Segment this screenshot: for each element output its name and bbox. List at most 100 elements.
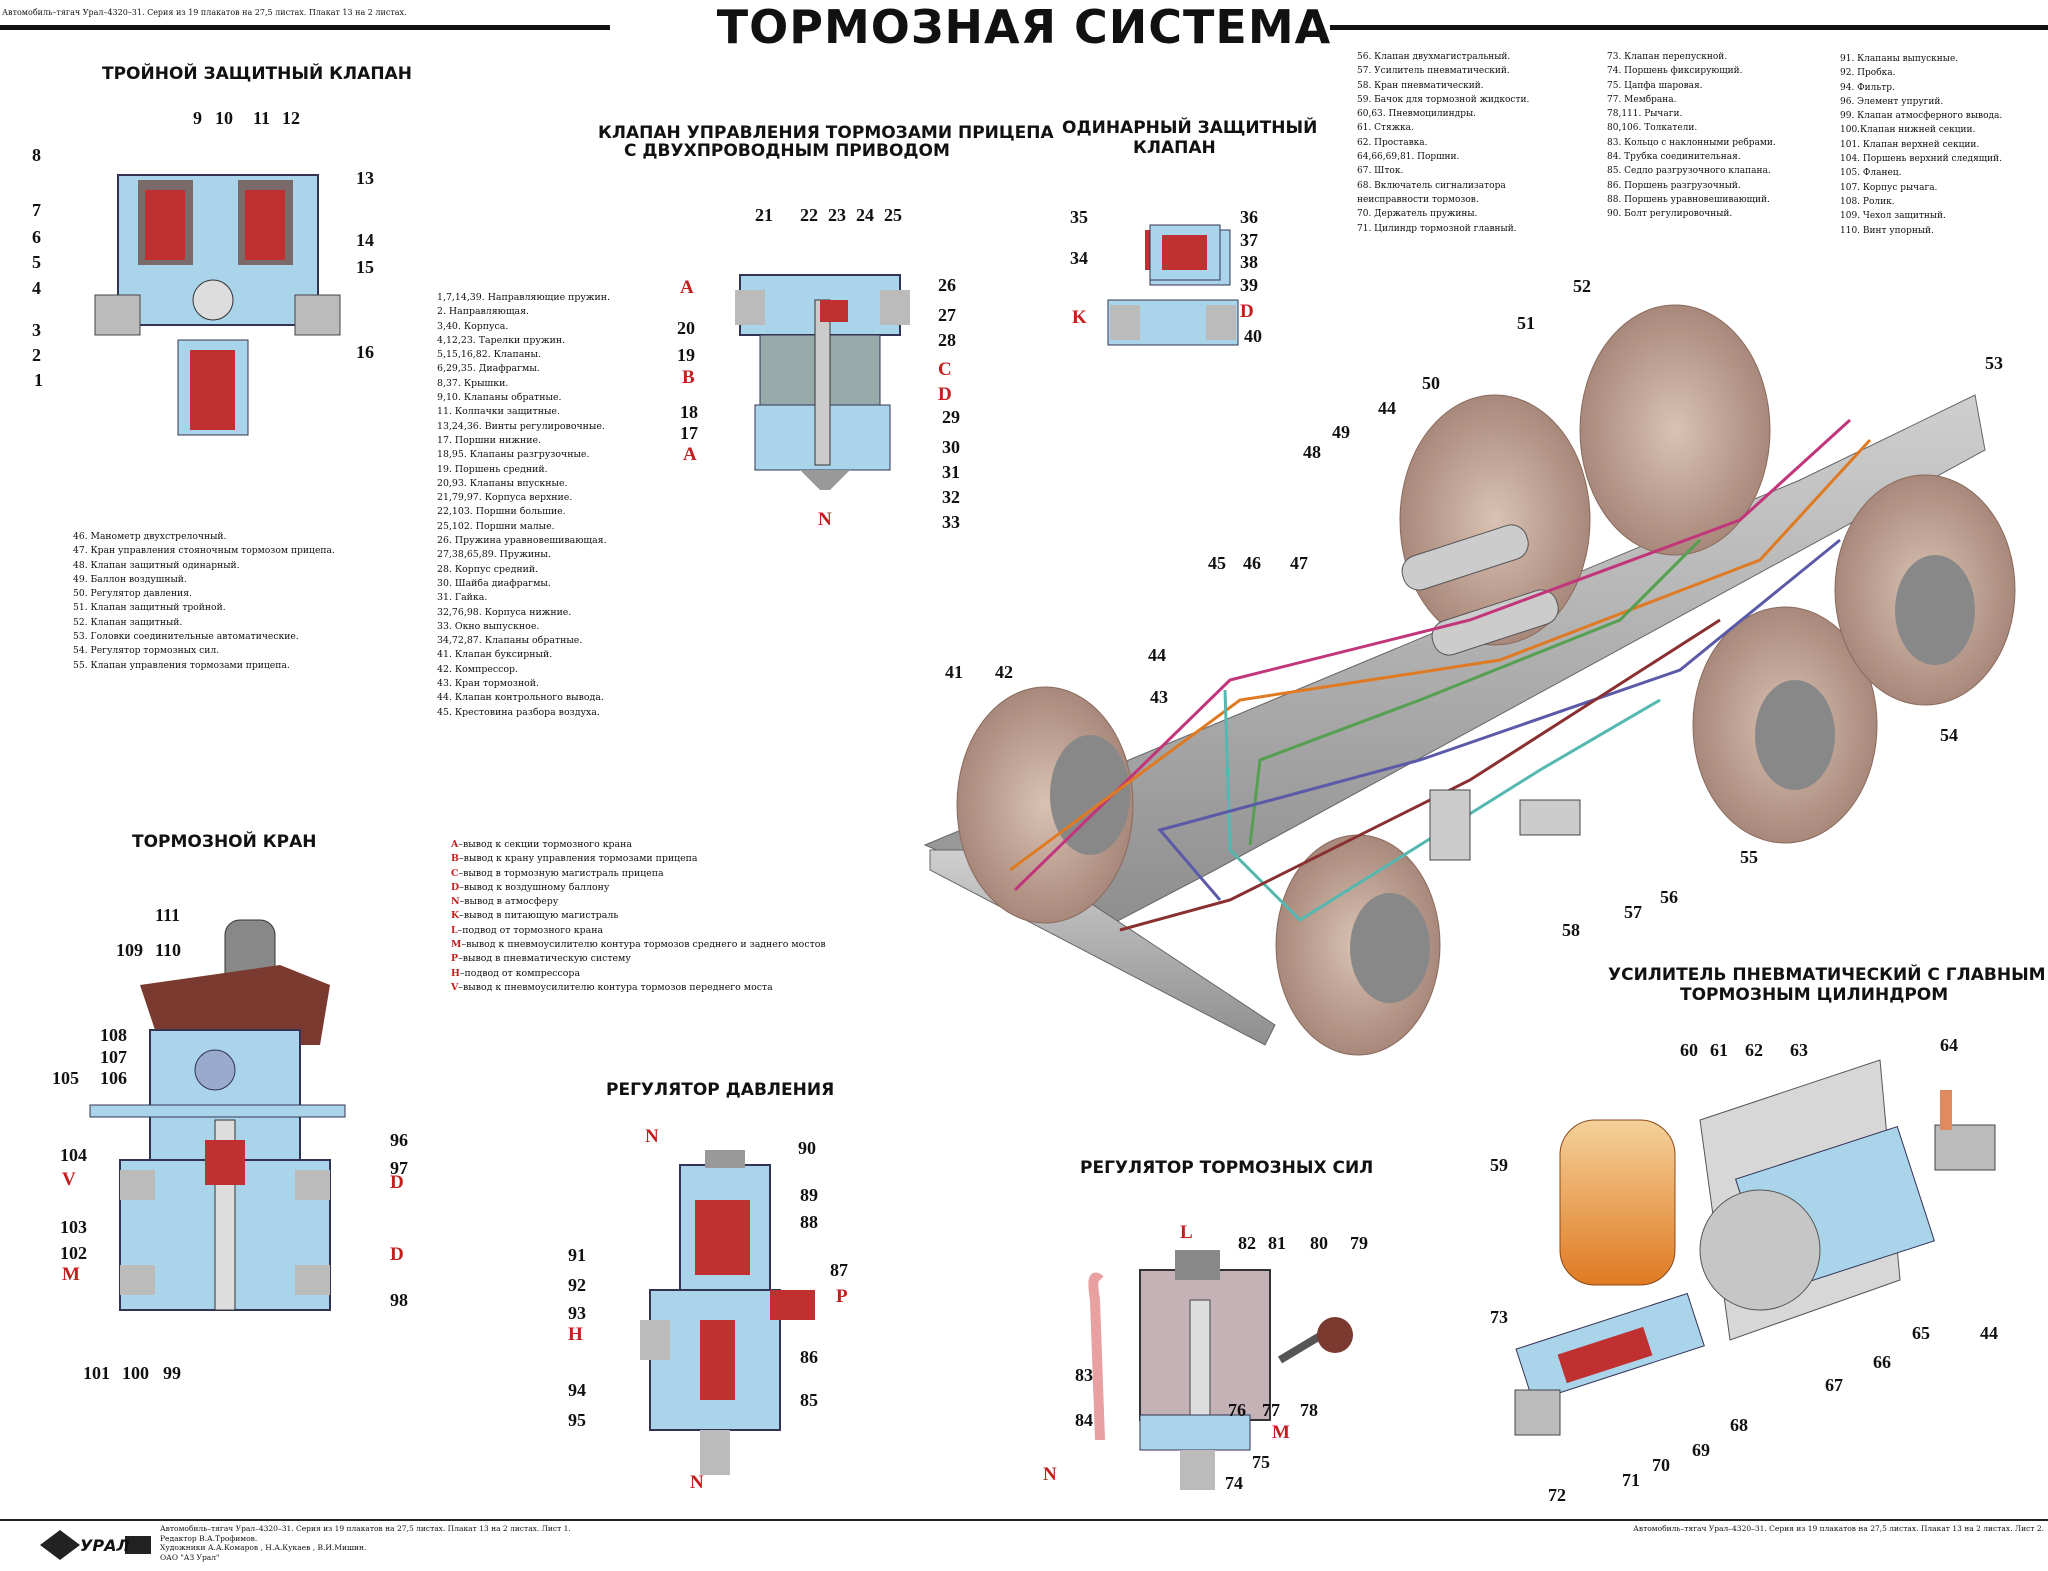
port-label: L xyxy=(1180,1222,1193,1243)
callout-number: 60 xyxy=(1680,1040,1698,1060)
callout-number: 35 xyxy=(1070,207,1088,227)
callout-number: 75 xyxy=(1252,1452,1270,1472)
callout-number: 88 xyxy=(800,1212,818,1232)
callout-number: 34 xyxy=(1070,248,1088,268)
legend-line: 80,106. Толкатели. xyxy=(1607,123,1698,134)
port-description: –вывод к пневмоусилителю контура тормозо… xyxy=(461,939,826,951)
callout-number: 61 xyxy=(1710,1040,1728,1060)
callout-number: 42 xyxy=(995,662,1013,682)
legend-line: 43. Кран тормозной. xyxy=(437,678,539,690)
callout-number: 23 xyxy=(828,205,846,225)
callout-number: 8 xyxy=(32,145,41,165)
port-description: –вывод в пневматическую систему xyxy=(458,953,631,965)
callout-number: 107 xyxy=(100,1047,127,1067)
legend-line: 94. Фильтр. xyxy=(1840,82,1895,93)
callout-number: 1 xyxy=(34,370,43,390)
callout-number: 71 xyxy=(1622,1470,1640,1490)
callout-number: 16 xyxy=(356,342,374,362)
booster-drawing xyxy=(1514,1059,1996,1436)
port-letter: M xyxy=(451,939,462,951)
legend-line: 53. Головки соединительные автоматически… xyxy=(73,631,299,643)
legend-line: 55. Клапан управления тормозами прицепа. xyxy=(73,659,290,671)
legend-line: 88. Поршень уравновешивающий. xyxy=(1607,194,1770,205)
port-legend-line: L–подвод от тормозного крана xyxy=(451,924,826,938)
callout-number: 94 xyxy=(568,1380,586,1400)
callout-number: 73 xyxy=(1490,1307,1508,1327)
callout-number: 21 xyxy=(755,205,773,225)
legend-line: 54. Регулятор тормозных сил. xyxy=(73,645,220,657)
callout-number: 33 xyxy=(942,512,960,532)
port-label: V xyxy=(62,1169,76,1190)
heading-trailer-valve-2: С ДВУХПРОВОДНЫМ ПРИВОДОМ xyxy=(624,141,950,161)
callout-number: 68 xyxy=(1730,1415,1748,1435)
callout-number: 90 xyxy=(798,1138,816,1158)
single-valve-drawing xyxy=(1107,224,1239,346)
legend-line: 32,76,98. Корпуса нижние. xyxy=(437,606,572,618)
callout-number: 83 xyxy=(1075,1365,1093,1385)
callout-number: 5 xyxy=(32,252,41,272)
callout-number: 3 xyxy=(32,320,41,340)
callout-number: 59 xyxy=(1490,1155,1508,1175)
callout-number: 85 xyxy=(800,1390,818,1410)
callout-number: 87 xyxy=(830,1260,848,1280)
port-label: A xyxy=(680,277,694,298)
callout-number: 9 xyxy=(193,108,202,128)
legend-line: 91. Клапаны выпускные. xyxy=(1840,54,1959,64)
legend-line: 70. Держатель пружины. xyxy=(1357,209,1478,220)
callout-number: 44 xyxy=(1378,398,1396,418)
port-legend-line: V–вывод к пневмоусилителю контура тормоз… xyxy=(451,981,826,995)
callout-number: 7 xyxy=(32,200,41,220)
legend-line: 61. Стяжка. xyxy=(1357,123,1414,134)
heading-booster-2: ТОРМОЗНЫМ ЦИЛИНДРОМ xyxy=(1680,985,1949,1005)
legend-line: 1,7,14,39. Направляющие пружин. xyxy=(437,292,610,303)
port-legend-line: P–вывод в пневматическую систему xyxy=(451,952,826,966)
legend-line: 17. Поршни нижние. xyxy=(437,434,542,446)
callout-number: 45 xyxy=(1208,553,1226,573)
callout-number: 30 xyxy=(942,437,960,457)
callout-number: 108 xyxy=(100,1025,127,1045)
heading-pressure-regulator: РЕГУЛЯТОР ДАВЛЕНИЯ xyxy=(606,1080,835,1100)
legend-line: 84. Трубка соединительная. xyxy=(1607,152,1741,163)
port-label: M xyxy=(62,1264,80,1285)
callout-number: 28 xyxy=(938,330,956,350)
port-label: C xyxy=(938,359,952,380)
legend-line: 101. Клапан верхней секции. xyxy=(1840,139,1980,150)
brake-valve-drawing xyxy=(89,919,346,1311)
port-letter: K xyxy=(451,910,460,922)
callout-number: 29 xyxy=(942,407,960,427)
legend-line: неисправности тормозов. xyxy=(1357,194,1479,205)
legend-line: 83. Кольцо с наклонными ребрами. xyxy=(1607,137,1776,148)
callout-number: 74 xyxy=(1225,1473,1243,1493)
heading-force-regulator: РЕГУЛЯТОР ТОРМОЗНЫХ СИЛ xyxy=(1080,1158,1374,1178)
port-description: –вывод к секции тормозного крана xyxy=(458,839,632,850)
legend-line: 56. Клапан двухмагистральный. xyxy=(1357,52,1511,62)
legend-line: 46. Манометр двухстрелочный. xyxy=(73,531,227,542)
callout-number: 82 xyxy=(1238,1233,1256,1253)
callout-number: 48 xyxy=(1303,442,1321,462)
port-label: M xyxy=(1272,1422,1290,1443)
legend-line: 52. Клапан защитный. xyxy=(73,616,183,628)
callout-number: 50 xyxy=(1422,373,1440,393)
legend-line: 26. Пружина уравновешивающая. xyxy=(437,535,607,547)
port-label: N xyxy=(818,509,832,530)
legend-line: 68. Включатель сигнализатора xyxy=(1357,180,1506,191)
callout-number: 76 xyxy=(1228,1400,1246,1420)
callout-number: 20 xyxy=(677,318,695,338)
footer-right-note: Автомобиль–тягач Урал–4320–31. Серия из … xyxy=(1633,1524,2044,1533)
callout-number: 56 xyxy=(1660,887,1678,907)
callout-number: 6 xyxy=(32,227,41,247)
port-legend-line: M–вывод к пневмоусилителю контура тормоз… xyxy=(451,938,826,952)
callout-number: 47 xyxy=(1290,553,1308,573)
legend-line: 49. Баллон воздушный. xyxy=(73,573,187,585)
callout-number: 36 xyxy=(1240,207,1258,227)
legend-line: 2. Направляющая. xyxy=(437,306,530,318)
port-description: –вывод к воздушному баллону xyxy=(459,881,610,893)
legend-line: 47. Кран управления стояночным тормозом … xyxy=(73,545,335,557)
port-description: –вывод в тормозную магистраль прицепа xyxy=(458,867,664,879)
legend-line: 8,37. Крышки. xyxy=(437,377,509,389)
callout-number: 43 xyxy=(1150,687,1168,707)
legend-line: 3,40. Корпуса. xyxy=(437,320,509,332)
legend-line: 71. Цилиндр тормозной главный. xyxy=(1357,223,1517,234)
port-description: –вывод в питающую магистраль xyxy=(459,910,619,922)
